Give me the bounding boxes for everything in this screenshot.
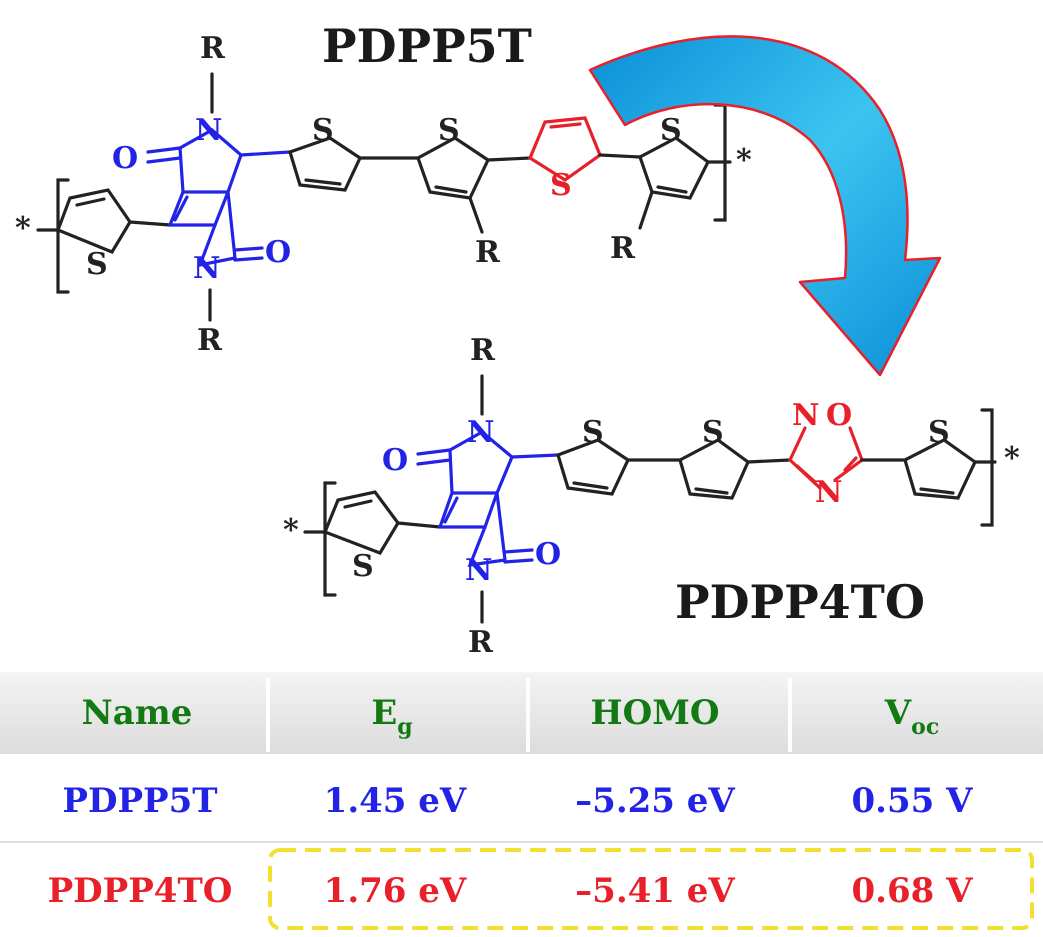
table-header-band: [0, 672, 1043, 754]
properties-table: Name Eg HOMO Voc PDPP5T 1.45 eV –5.25 eV…: [0, 672, 1043, 930]
chain-end-right: *: [1004, 441, 1020, 476]
row2-homo: –5.41 eV: [575, 871, 735, 911]
thiophene-ring-highlight: S: [528, 116, 642, 203]
carbonyl-oxygen-left: O: [382, 443, 408, 478]
bracket-left: [56, 178, 70, 294]
polymer-pdpp5t: PDPP5T * S N N O O: [15, 19, 752, 358]
sulfur-atom: S: [352, 549, 374, 584]
thiophene-ring: S: [903, 415, 997, 500]
carbonyl-oxygen-right: O: [265, 235, 291, 270]
row1-eg: 1.45 eV: [324, 781, 467, 821]
row1-voc: 0.55 V: [851, 781, 973, 821]
row2-eg: 1.76 eV: [324, 871, 467, 911]
header-band-gap: Eg: [371, 693, 412, 740]
header-voc: Voc: [884, 693, 939, 740]
nitrogen-atom-top: N: [467, 415, 494, 450]
chain-end-left: *: [283, 513, 299, 548]
chain-end-left: *: [15, 211, 31, 246]
thiophene-ring: S: [322, 490, 442, 584]
dpp-core-pdpp4to: N N O O R R: [382, 333, 561, 660]
nitrogen-atom-bottom: N: [465, 553, 492, 588]
sulfur-atom: S: [582, 415, 604, 450]
sulfur-atom: S: [438, 113, 460, 148]
row2-voc: 0.68 V: [851, 871, 973, 911]
polymer-pdpp4to: PDPP4TO * S N N O O: [283, 333, 1020, 660]
r-group: R: [475, 235, 501, 270]
oxadiazole-ring-highlight: N O N: [788, 398, 907, 510]
header-name: Name: [82, 693, 193, 733]
polymer-name-pdpp4to: PDPP4TO: [675, 575, 925, 629]
carbonyl-oxygen-right: O: [535, 537, 561, 572]
oxadiazole-nitrogen-top: N: [792, 398, 819, 433]
row2-name: PDPP4TO: [48, 871, 233, 911]
r-group-bottom: R: [197, 323, 223, 358]
highlight-dashed-box: [268, 848, 1034, 930]
r-group-top: R: [200, 31, 226, 66]
sulfur-atom: S: [86, 247, 108, 282]
nitrogen-atom-bottom: N: [193, 251, 220, 286]
dpp-core-pdpp5t: N N O O R R: [112, 31, 292, 358]
bracket-left: [323, 481, 337, 597]
r-group: R: [610, 231, 636, 266]
chain-end-right: *: [736, 143, 752, 178]
oxadiazole-nitrogen-bottom: N: [815, 475, 842, 510]
r-group-top: R: [470, 333, 496, 368]
sulfur-atom-highlight: S: [550, 168, 572, 203]
header-homo: HOMO: [591, 693, 720, 733]
thiophene-ring: S: [55, 188, 172, 282]
table-row: PDPP4TO 1.76 eV –5.41 eV 0.68 V: [48, 871, 974, 911]
r-group-bottom: R: [468, 625, 494, 660]
sulfur-atom: S: [660, 113, 682, 148]
thiophene-ring: S R: [416, 113, 532, 270]
sulfur-atom: S: [928, 415, 950, 450]
thiophene-ring: S R: [610, 113, 732, 266]
oxadiazole-oxygen: O: [826, 398, 852, 433]
thiophene-ring: S: [678, 415, 792, 500]
carbonyl-oxygen-left: O: [112, 141, 138, 176]
thiophene-ring: S: [288, 113, 420, 192]
nitrogen-atom-top: N: [195, 113, 222, 148]
transformation-arrow: [588, 35, 942, 377]
row1-name: PDPP5T: [62, 781, 217, 821]
thiophene-ring: S: [556, 415, 682, 496]
bracket-right: [980, 408, 994, 527]
sulfur-atom: S: [312, 113, 334, 148]
polymer-name-pdpp5t: PDPP5T: [322, 19, 532, 73]
table-row: PDPP5T 1.45 eV –5.25 eV 0.55 V: [62, 781, 973, 821]
sulfur-atom: S: [702, 415, 724, 450]
row1-homo: –5.25 eV: [575, 781, 735, 821]
